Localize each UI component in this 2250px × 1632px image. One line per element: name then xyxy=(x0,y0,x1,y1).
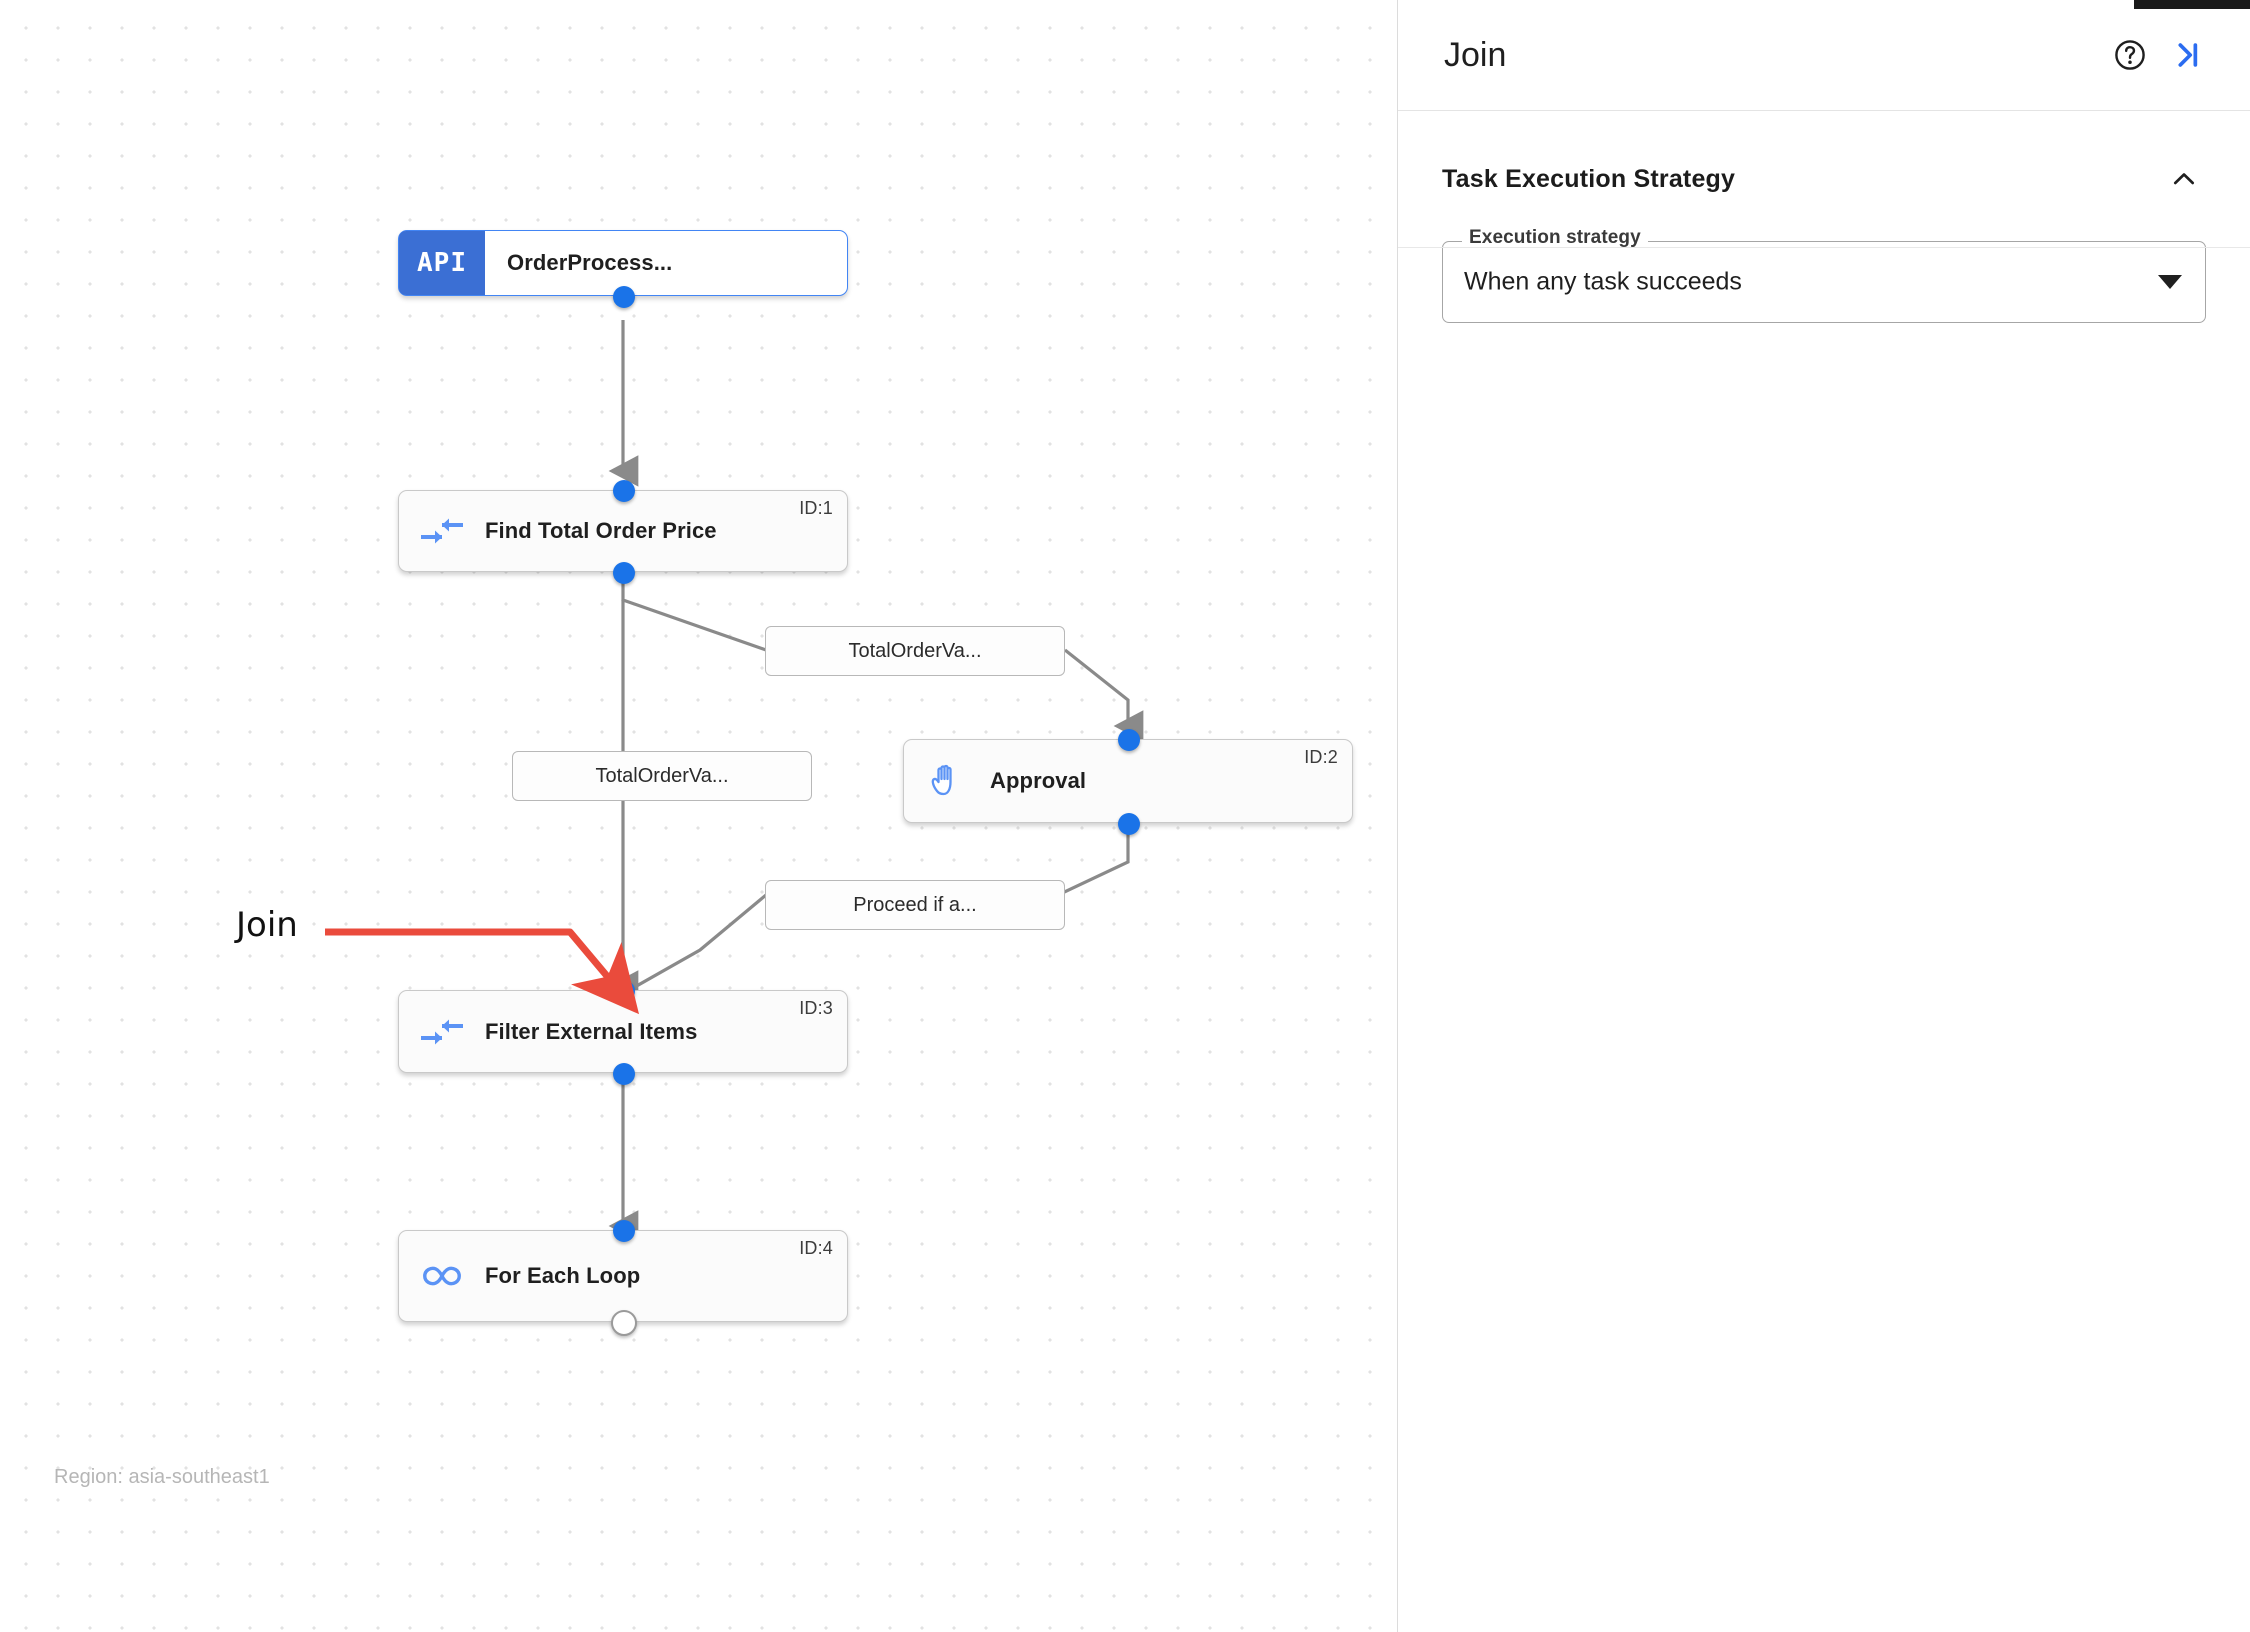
node-find-total-order-price[interactable]: Find Total Order Price ID:1 xyxy=(398,480,848,584)
edge-label[interactable]: TotalOrderVa... xyxy=(765,626,1065,676)
section-task-execution-strategy[interactable]: Task Execution Strategy xyxy=(1442,111,2206,201)
node-input-port[interactable] xyxy=(613,480,635,502)
window-chrome-bar xyxy=(2134,0,2250,9)
node-title: For Each Loop xyxy=(485,1263,641,1288)
node-order-process[interactable]: API OrderProcess... xyxy=(398,230,848,308)
chevron-up-icon[interactable] xyxy=(2162,157,2206,201)
node-output-port[interactable] xyxy=(613,562,635,584)
panel-divider xyxy=(1398,247,2250,248)
node-filter-external-items[interactable]: Filter External Items ID:3 xyxy=(398,980,848,1085)
raised-hand-icon xyxy=(904,761,990,801)
node-id-label: ID:3 xyxy=(799,998,833,1018)
help-circle-icon[interactable] xyxy=(2102,27,2158,83)
field-outline xyxy=(1442,241,2206,323)
panel-title: Join xyxy=(1444,35,1507,74)
node-title: Find Total Order Price xyxy=(485,518,717,543)
node-output-port[interactable] xyxy=(1118,813,1140,835)
edge-label[interactable]: Proceed if a... xyxy=(765,880,1065,930)
node-id-label: ID:1 xyxy=(799,498,833,518)
node-input-port[interactable] xyxy=(613,1220,635,1242)
region-label: Region: asia-southeast1 xyxy=(54,1466,270,1488)
node-id-label: ID:4 xyxy=(799,1238,833,1258)
arrows-converge-icon xyxy=(399,1015,485,1049)
arrows-converge-icon xyxy=(399,514,485,548)
section-title: Task Execution Strategy xyxy=(1442,164,1736,193)
panel-body: Task Execution Strategy Execution strate… xyxy=(1398,111,2250,323)
edge-label[interactable]: TotalOrderVa... xyxy=(512,751,812,801)
node-loop-output-port[interactable] xyxy=(611,1310,637,1336)
node-input-port[interactable] xyxy=(1118,729,1140,751)
edge-find-to-approval-a xyxy=(621,572,767,652)
node-title: Approval xyxy=(990,768,1087,793)
panel-header: Join xyxy=(1398,0,2250,111)
edge-find-to-approval-b xyxy=(1064,648,1144,742)
properties-panel: Join Task Execution Strategy xyxy=(1397,0,2250,1632)
node-approval[interactable]: Approval ID:2 xyxy=(903,729,1353,835)
node-title: Filter External Items xyxy=(485,1018,698,1044)
execution-strategy-select[interactable]: Execution strategy When any task succeed… xyxy=(1442,227,2206,323)
annotation-label: Join xyxy=(236,905,298,945)
field-legend: Execution strategy xyxy=(1462,227,1648,249)
dropdown-caret-icon[interactable] xyxy=(2158,275,2182,289)
edge-approval-to-filter-b xyxy=(632,893,768,990)
api-badge-icon: API xyxy=(399,231,485,295)
field-selected-value: When any task succeeds xyxy=(1464,267,1742,296)
node-input-port[interactable] xyxy=(613,980,635,1002)
workflow-canvas[interactable]: API OrderProcess... Find Total Order Pri… xyxy=(0,0,1397,1632)
collapse-panel-icon[interactable] xyxy=(2158,27,2214,83)
node-for-each-loop[interactable]: For Each Loop ID:4 xyxy=(398,1220,848,1336)
edge-approval-to-filter-a xyxy=(1057,823,1130,897)
node-output-port[interactable] xyxy=(613,286,635,308)
node-output-port[interactable] xyxy=(613,1063,635,1085)
infinity-loop-icon xyxy=(399,1262,485,1290)
node-title: OrderProcess... xyxy=(507,250,673,275)
node-id-label: ID:2 xyxy=(1304,747,1338,767)
